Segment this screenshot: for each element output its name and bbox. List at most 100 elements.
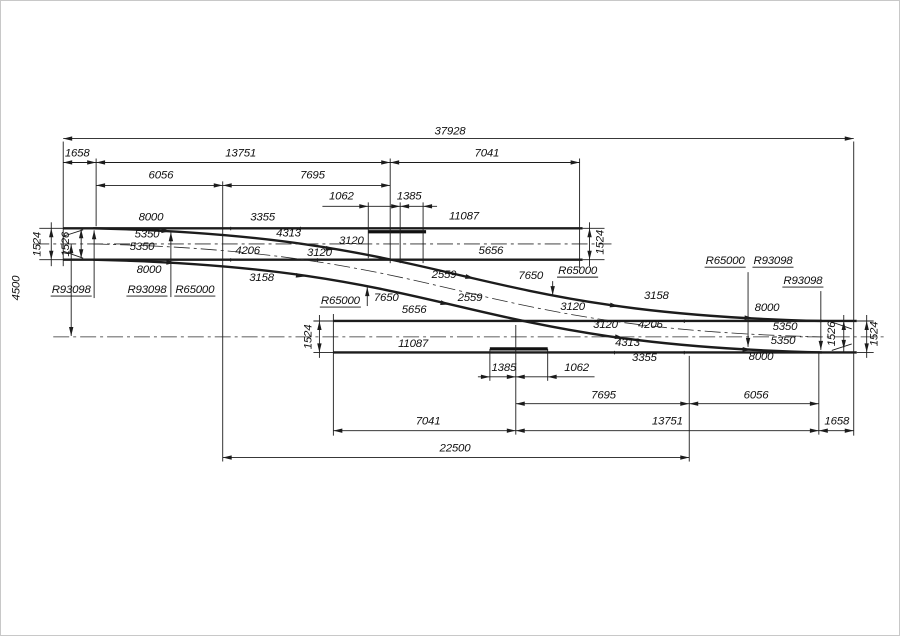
len-5656-t2: 5656	[479, 245, 505, 257]
dimension-arrowhead	[63, 136, 73, 141]
dim-1385-bot: 1385	[491, 362, 517, 374]
len-3120-t2: 3120	[307, 247, 333, 259]
len-8000-b1: 8000	[755, 302, 781, 314]
dimension-arrowhead	[359, 204, 369, 209]
dim-1524-botleft: 1524	[302, 325, 314, 350]
dimension-arrowhead	[333, 428, 343, 433]
len-4206-t2: 4206	[235, 245, 261, 257]
dimension-arrowhead	[381, 160, 391, 165]
dimension-arrowhead	[222, 183, 232, 188]
dim-1062-bot: 1062	[564, 362, 590, 374]
dim-37928-total: 37928	[435, 126, 467, 138]
dimension-arrowhead	[550, 286, 555, 296]
dimension-arrowhead	[680, 401, 690, 406]
dimension-arrowhead	[78, 229, 84, 239]
dimension-arrowhead	[864, 320, 869, 330]
rad-R93098-left: R93098	[52, 284, 92, 296]
dimension-arrowhead	[809, 428, 819, 433]
dimension-arrowhead	[91, 230, 97, 240]
len-3158-d1: 3158	[644, 290, 670, 302]
len-4206-b1: 4206	[638, 319, 664, 331]
dimension-arrowhead	[222, 455, 232, 460]
dim-7041-top: 7041	[475, 148, 500, 160]
len-7650-d1: 7650	[518, 270, 544, 282]
rail-line	[93, 227, 822, 323]
rail-joint-arrow	[744, 315, 754, 321]
dimension-arrowhead	[506, 374, 516, 380]
rad-R65000-pairR: R65000	[706, 255, 746, 267]
dimension-arrowhead	[515, 374, 525, 380]
rad-R93098-right: R93098	[783, 275, 823, 287]
rail-joint-arrow	[609, 302, 619, 308]
dimension-arrowhead	[391, 204, 401, 209]
dimension-arrowhead	[423, 204, 433, 209]
dimension-arrowhead	[506, 428, 516, 433]
dimension-line	[831, 343, 852, 351]
dimension-arrowhead	[213, 183, 223, 188]
dim-22500: 22500	[439, 443, 472, 455]
dimension-arrowhead	[818, 340, 824, 350]
track-centerline	[93, 243, 822, 338]
dimension-arrowhead	[864, 343, 869, 353]
rail-joint-arrow	[440, 300, 450, 305]
dim-1524-left: 1524	[31, 232, 43, 257]
dimension-arrowhead	[49, 250, 54, 260]
dimension-arrowhead	[317, 343, 322, 353]
dim-1526-right: 1526	[826, 321, 838, 347]
rad-R65000-midR: R65000	[558, 265, 598, 277]
dimension-arrowhead	[96, 183, 106, 188]
dim-1526-left: 1526	[60, 231, 72, 257]
len-8000-b2: 8000	[749, 351, 775, 363]
rail-line	[93, 258, 822, 354]
len-3355-t1: 3355	[250, 211, 276, 223]
dim-6056-bot: 6056	[744, 390, 770, 402]
dim-4500-left: 4500	[10, 275, 22, 301]
dimension-line	[831, 321, 852, 330]
dimension-arrowhead	[515, 428, 525, 433]
dim-13751-top: 13751	[225, 148, 256, 160]
dimension-arrowhead	[168, 232, 174, 242]
len-11087-bot: 11087	[398, 338, 429, 350]
len-8000-t1: 8000	[139, 211, 165, 223]
dimension-arrowhead	[841, 320, 846, 330]
dimension-arrowhead	[844, 136, 854, 141]
rad-R93098-pairR: R93098	[754, 255, 794, 267]
dimension-arrowhead	[570, 160, 580, 165]
rad-R93098-pairL: R93098	[127, 284, 167, 296]
dimension-arrowhead	[96, 160, 106, 165]
dimension-arrowhead	[689, 401, 699, 406]
dim-13751-bot: 13751	[652, 416, 683, 428]
len-5656-b1: 5656	[402, 304, 428, 316]
dimension-line	[63, 250, 84, 259]
dimension-arrowhead	[587, 250, 592, 260]
dimension-arrowhead	[818, 428, 828, 433]
dimension-arrowhead	[587, 228, 592, 238]
dimension-arrowhead	[400, 204, 410, 209]
len-2559-d2: 2559	[457, 292, 484, 304]
dimension-arrowhead	[87, 160, 97, 165]
len-3120-b1b: 3120	[593, 319, 619, 331]
len-8000-t2: 8000	[137, 264, 163, 276]
rail-joint-arrow	[161, 228, 171, 234]
dim-1524-right: 1524	[869, 322, 881, 347]
len-3120-b1a: 3120	[560, 301, 586, 313]
dim-1658-top: 1658	[65, 148, 91, 160]
dim-7695-top: 7695	[300, 169, 326, 181]
dimension-arrowhead	[547, 374, 557, 380]
dimension-arrowhead	[69, 244, 74, 254]
len-3158-d2: 3158	[249, 272, 275, 284]
rad-R65000-midL: R65000	[321, 295, 361, 307]
rail-joint-arrow	[465, 274, 475, 279]
dimension-arrowhead	[844, 428, 854, 433]
dimension-arrowhead	[515, 401, 525, 406]
dimension-arrowhead	[841, 339, 846, 349]
dimension-arrowhead	[317, 320, 322, 330]
dimension-arrowhead	[69, 326, 74, 336]
len-5350-d2r: 5350	[771, 335, 797, 347]
len-5350-d2: 5350	[130, 241, 156, 253]
drawing-labels: 37928 1658 13751 7041 6056 7695 1062 1385 11087 8…	[10, 126, 880, 455]
dimension-arrowhead	[63, 160, 73, 165]
dim-1658-bot: 1658	[824, 416, 850, 428]
rail-joint-arrow	[325, 245, 335, 251]
